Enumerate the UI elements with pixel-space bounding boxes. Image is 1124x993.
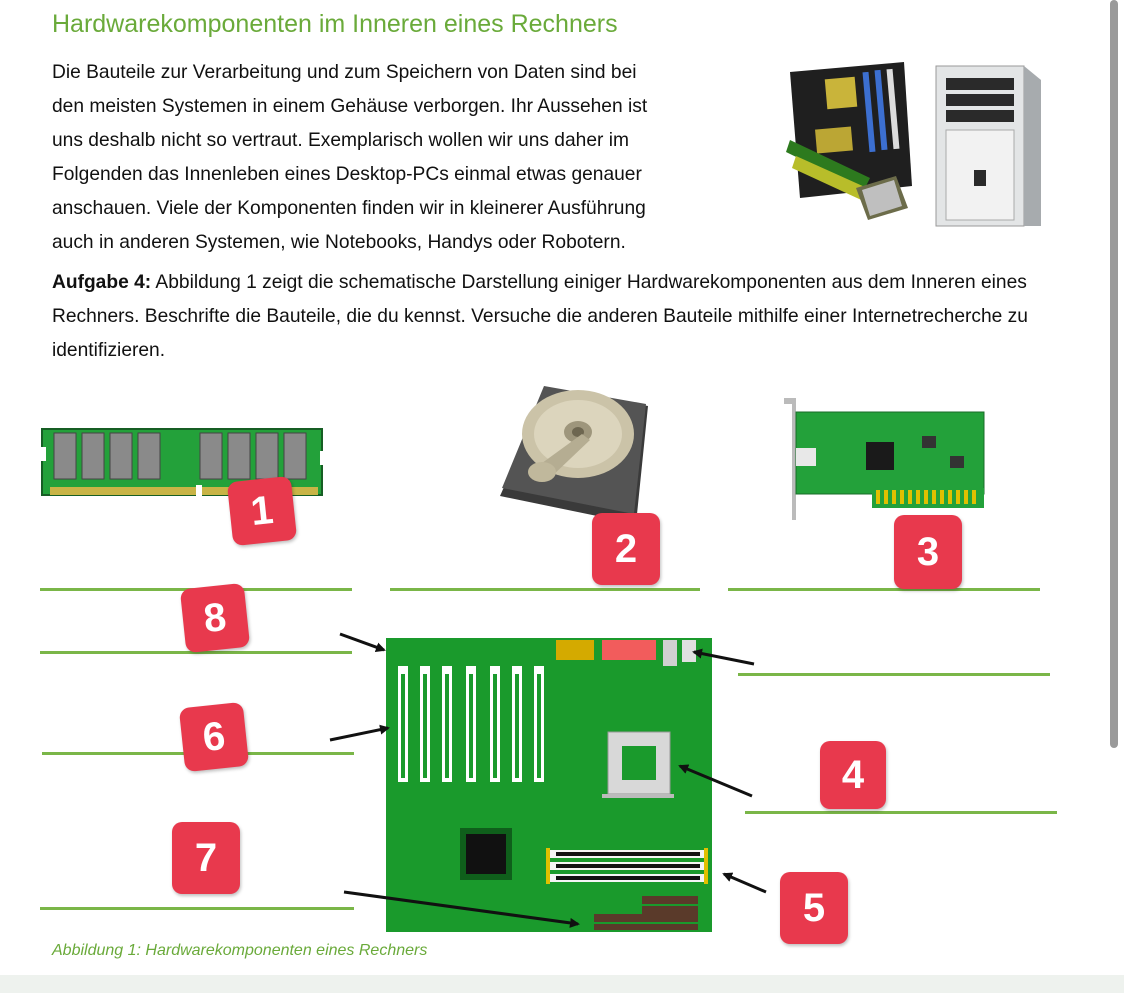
answer-line-7[interactable] bbox=[40, 907, 354, 910]
badge-5: 5 bbox=[780, 872, 848, 944]
motherboard-image bbox=[386, 638, 712, 932]
answer-line-3[interactable] bbox=[728, 588, 1040, 591]
figure-caption: Abbildung 1: Hardwarekomponenten eines R… bbox=[52, 942, 428, 959]
badge-6: 6 bbox=[178, 701, 250, 773]
task-label: Aufgabe 4: bbox=[52, 272, 152, 293]
intro-paragraph: Die Bauteile zur Verarbeitung und zum Sp… bbox=[52, 56, 772, 260]
expansion-card-image bbox=[784, 398, 985, 520]
answer-line-2[interactable] bbox=[390, 588, 700, 591]
task-paragraph: Aufgabe 4: Abbildung 1 zeigt die schemat… bbox=[52, 266, 1062, 368]
vertical-scrollbar[interactable] bbox=[1110, 0, 1118, 748]
task-text: Abbildung 1 zeigt die schematische Darst… bbox=[52, 272, 1028, 361]
intro-line: uns deshalb nicht so vertraut. Exemplari… bbox=[52, 130, 629, 151]
badge-3: 3 bbox=[894, 515, 962, 589]
intro-line: Die Bauteile zur Verarbeitung und zum Sp… bbox=[52, 62, 637, 83]
badge-8: 8 bbox=[179, 582, 251, 654]
page-title: Hardwarekomponenten im Inneren eines Rec… bbox=[52, 10, 618, 38]
intro-line: Folgenden das Innenleben eines Desktop-P… bbox=[52, 164, 642, 185]
badge-4: 4 bbox=[820, 741, 886, 809]
answer-line-4[interactable] bbox=[745, 811, 1057, 814]
answer-line-io[interactable] bbox=[738, 673, 1050, 676]
badge-7: 7 bbox=[172, 822, 240, 894]
intro-line: den meisten Systemen in einem Gehäuse ve… bbox=[52, 96, 648, 117]
answer-line-8[interactable] bbox=[40, 651, 352, 654]
intro-line: auch in anderen Systemen, wie Notebooks,… bbox=[52, 232, 626, 253]
badge-1: 1 bbox=[226, 475, 298, 547]
hard-drive-image bbox=[500, 386, 648, 524]
intro-line: anschauen. Viele der Komponenten finden … bbox=[52, 198, 646, 219]
pc-hardware-illustration bbox=[786, 62, 1041, 227]
bottom-strip bbox=[0, 975, 1124, 993]
badge-2: 2 bbox=[592, 513, 660, 585]
